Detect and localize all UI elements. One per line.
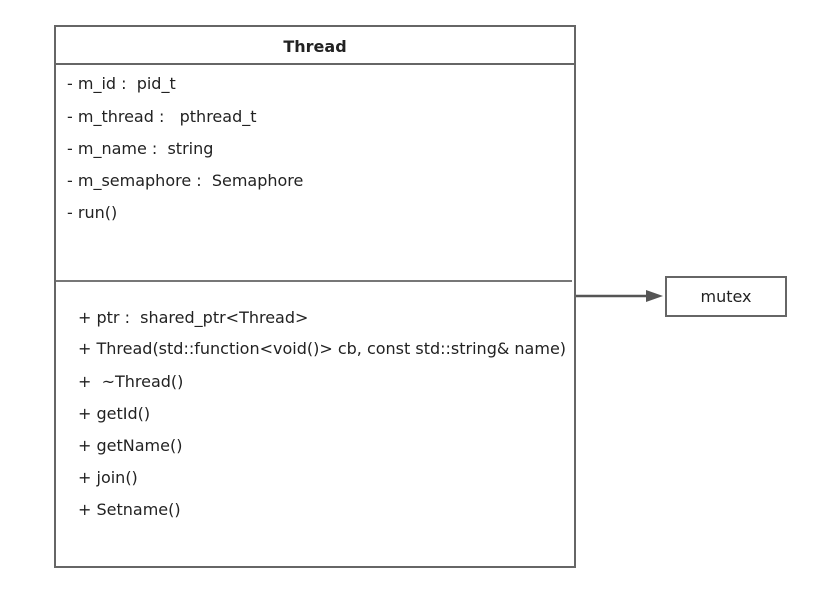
attribute: - m_thread : pthread_t <box>67 107 257 126</box>
section-divider <box>56 280 572 282</box>
method: + ~Thread() <box>78 372 184 391</box>
method: + getId() <box>78 404 151 423</box>
class-thread[interactable]: Thread - m_id : pid_t - m_thread : pthre… <box>54 25 576 568</box>
method: + getName() <box>78 436 183 455</box>
method: + Setname() <box>78 500 181 519</box>
attribute: - m_name : string <box>67 139 214 158</box>
method: + Thread(std::function<void()> cb, const… <box>78 339 567 358</box>
class-mutex[interactable]: mutex <box>665 276 787 317</box>
arrowhead-icon <box>646 290 663 302</box>
attribute: - run() <box>67 203 118 222</box>
method: + ptr : shared_ptr<Thread> <box>78 308 309 327</box>
class-title: Thread <box>56 27 574 65</box>
attribute: - m_semaphore : Semaphore <box>67 171 304 190</box>
method: + join() <box>78 468 138 487</box>
attribute: - m_id : pid_t <box>67 74 176 93</box>
